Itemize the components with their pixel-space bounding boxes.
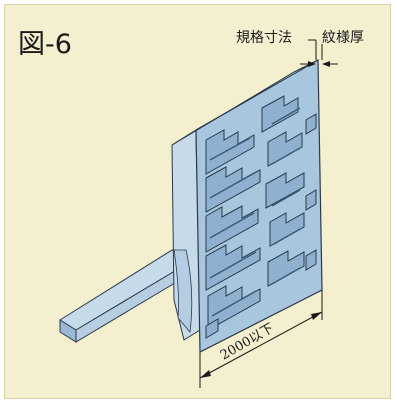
texture-pattern	[205, 95, 317, 339]
base-slab-top	[59, 249, 191, 331]
arrow-left	[308, 61, 316, 67]
width-arrow-left	[200, 370, 211, 378]
wall-haunch	[173, 249, 193, 333]
width-dimension	[199, 290, 323, 388]
width-arrow-right	[311, 312, 322, 320]
texture-shading	[209, 107, 301, 317]
wall-top-edge	[171, 59, 319, 146]
pattern-thickness-label: 紋様厚	[322, 30, 364, 46]
arrow-right	[322, 61, 330, 67]
standard-dimension-label: 規格寸法	[236, 30, 292, 46]
figure-title: 図-6	[18, 29, 72, 60]
